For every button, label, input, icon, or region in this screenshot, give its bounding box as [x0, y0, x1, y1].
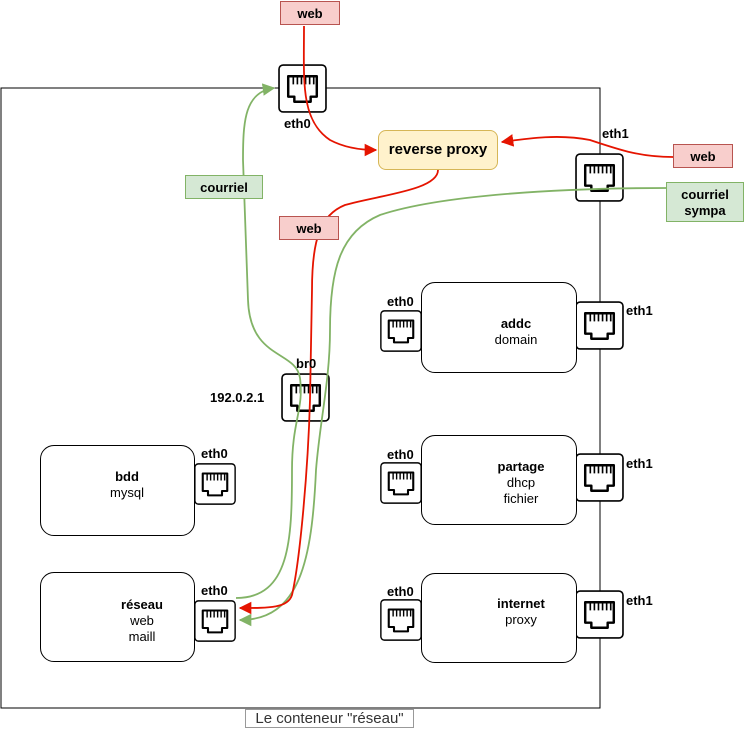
node-title: réseau: [121, 597, 163, 612]
node-service: maill: [128, 629, 156, 644]
partage-eth0-label: eth0: [387, 447, 414, 462]
br0-label: br0: [296, 356, 317, 371]
web-tag-top: web: [280, 1, 340, 25]
web-path-to-reseau: [238, 169, 439, 615]
node-partage-text: partage dhcp fichier: [486, 459, 556, 507]
internet-eth0-port-icon: [380, 599, 422, 641]
node-service: domain: [494, 332, 538, 347]
node-internet-text: internet proxy: [486, 596, 556, 628]
host-eth1-port-icon: [575, 153, 624, 202]
node-title: bdd: [115, 469, 139, 484]
host-eth0-label: eth0: [284, 116, 311, 131]
web-path-right: [500, 134, 674, 158]
node-reseau[interactable]: [40, 572, 195, 662]
br0-ip-label: 192.0.2.1: [210, 390, 265, 405]
web-tag-center: web: [279, 216, 339, 240]
web-path-top: [302, 25, 378, 157]
courriel-tag-left: courriel: [185, 175, 263, 199]
internet-eth1-label: eth1: [626, 593, 653, 608]
partage-eth1-label: eth1: [626, 456, 653, 471]
reseau-eth0-port-icon: [194, 600, 236, 642]
node-bdd-text: bdd mysql: [92, 469, 162, 501]
reverse-proxy-box[interactable]: reverse proxy: [378, 130, 498, 170]
addc-eth1-port-icon: [575, 301, 624, 350]
node-addc[interactable]: [421, 282, 577, 373]
courriel-path-to-eth0: [235, 83, 302, 599]
bdd-eth0-label: eth0: [201, 446, 228, 461]
node-service: proxy: [505, 612, 537, 627]
web-tag-right: web: [673, 144, 733, 168]
node-partage[interactable]: [421, 435, 577, 525]
courriel-sympa-line: sympa: [684, 203, 726, 218]
node-service: web: [130, 613, 154, 628]
courriel-sympa-path: [238, 187, 668, 627]
node-reseau-text: réseau web maill: [107, 597, 177, 645]
courriel-sympa-line: courriel: [681, 187, 729, 202]
node-bdd[interactable]: [40, 445, 195, 536]
host-eth1-label: eth1: [602, 126, 629, 141]
addc-eth1-label: eth1: [626, 303, 653, 318]
addc-eth0-port-icon: [380, 310, 422, 352]
node-title: addc: [500, 316, 532, 331]
node-service: dhcp: [506, 475, 536, 490]
reseau-eth0-label: eth0: [201, 583, 228, 598]
internet-eth1-port-icon: [575, 590, 624, 639]
node-internet[interactable]: [421, 573, 577, 663]
partage-eth0-port-icon: [380, 462, 422, 504]
node-service: fichier: [503, 491, 539, 506]
container-caption: Le conteneur "réseau": [245, 709, 414, 728]
internet-eth0-label: eth0: [387, 584, 414, 599]
bdd-eth0-port-icon: [194, 463, 236, 505]
node-title: internet: [497, 596, 545, 611]
node-service: mysql: [110, 485, 144, 500]
courriel-sympa-tag: courriel sympa: [666, 182, 744, 222]
partage-eth1-port-icon: [575, 453, 624, 502]
host-eth0-port-icon: [278, 64, 327, 113]
node-title: partage: [497, 459, 545, 474]
addc-eth0-label: eth0: [387, 294, 414, 309]
node-addc-text: addc domain: [481, 316, 551, 348]
